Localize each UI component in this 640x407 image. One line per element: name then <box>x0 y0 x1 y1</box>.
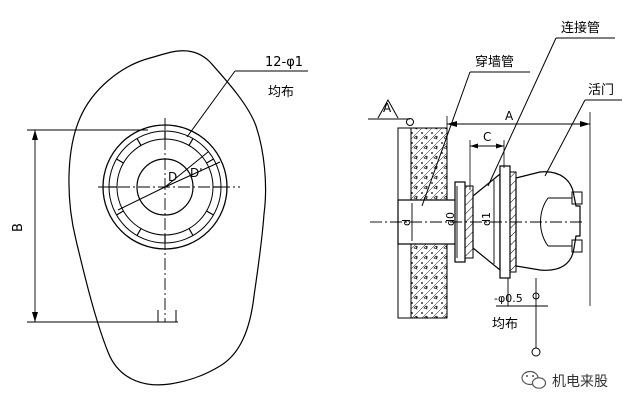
marker-a-label: A <box>383 101 392 115</box>
wall-pipe-label: 穿墙管 <box>475 54 514 70</box>
dim-b-arrow-bottom <box>32 312 38 322</box>
hole-spec-dot <box>532 292 540 300</box>
dim-d1-label: d1 <box>480 212 493 226</box>
watermark-text: 机电来股 <box>552 374 608 390</box>
diameter-leader-lower <box>117 186 166 211</box>
valve-hinge-bottom <box>571 239 583 253</box>
wechat-icon <box>521 370 547 389</box>
bolt-hole-marks <box>109 131 221 243</box>
dim-a-arrow-left <box>447 121 457 127</box>
valve-leader <box>544 99 586 177</box>
wall-pipe <box>397 199 461 245</box>
dim-d-label-right: d <box>400 219 413 226</box>
dim-d0-label: d0 <box>444 212 457 226</box>
dim-a-label: A <box>505 109 514 123</box>
dim-a-arrow-right <box>580 121 590 127</box>
dim-c-arrow-right <box>496 143 504 149</box>
diameter-d-prime-leader <box>164 161 221 188</box>
marker-a-dot <box>406 118 414 126</box>
uniform-label-right: 均布 <box>492 317 518 332</box>
hole-spec-leader <box>186 70 236 138</box>
wall-pipe-leader <box>421 71 471 207</box>
connecting-pipe-leader <box>487 37 557 187</box>
marker-a-triangle <box>377 98 399 119</box>
right-view: A d d0 d1 A <box>368 20 622 357</box>
dim-b-arrow-top <box>32 130 38 140</box>
valve-hinge-top <box>571 191 583 205</box>
dim-d-prime-label: D' <box>190 166 203 180</box>
left-view: 12-φ1 均布 D D' B <box>11 50 308 386</box>
foot-mark <box>157 310 177 323</box>
wall-section-lower <box>410 243 448 319</box>
dim-b-label: B <box>11 223 26 232</box>
uniform-label: 均布 <box>268 85 294 100</box>
diameter-d-leader <box>164 151 209 188</box>
bottom-leader-end <box>531 347 541 357</box>
dim-c-arrow-left <box>470 143 478 149</box>
dim-c-label: C <box>483 130 491 144</box>
wall-opening-outline <box>68 50 267 386</box>
valve-body <box>515 171 581 271</box>
watermark: 机电来股 <box>521 370 608 390</box>
hole-spec-label: 12-φ1 <box>265 55 303 70</box>
dim-d-label: D <box>168 170 177 184</box>
connecting-pipe-label: 连接管 <box>561 20 600 36</box>
valve-label: 活门 <box>588 83 614 98</box>
hole-spec-label-right: -φ0.5 <box>494 292 523 305</box>
wall-section-upper <box>410 127 448 201</box>
